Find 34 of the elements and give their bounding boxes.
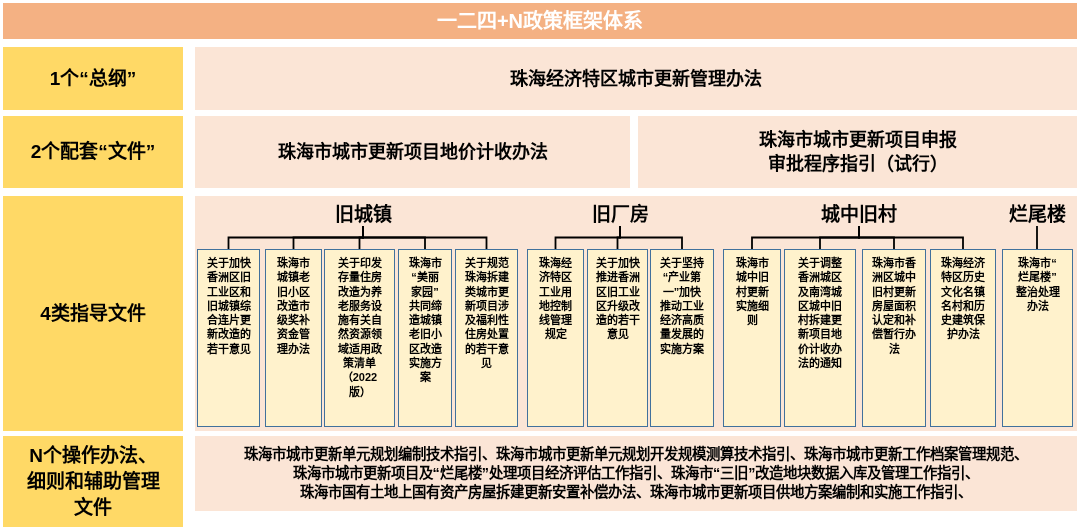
title-banner: 一二四+N政策框架体系 [3, 3, 1077, 39]
document-card: 珠海市城中旧村更新实施细则 [723, 249, 781, 427]
connector-line [619, 225, 683, 250]
category-panel [195, 196, 1077, 431]
document-card: 珠海经济特区工业用地控制线管理规定 [527, 249, 584, 427]
document-card: 珠海市城镇老旧小区改造市级奖补资金管理办法 [265, 249, 322, 427]
document-card: 关于加快香洲区旧工业区和旧城镇综合连片更新改造的若干意见 [197, 249, 260, 427]
document-card: 珠海市香洲区城中旧村更新房屋面积认定和补偿暂行办法 [862, 249, 926, 427]
document-card: 关于坚持“产业第一”加快推动工业经济高质量发展的实施方案 [650, 249, 714, 427]
category-heading: 旧厂房 [591, 204, 649, 226]
document-card: 关于印发存量住房改造为养老服务设施有关自然资源领域适用政策清单（2022版） [324, 249, 395, 427]
document-card: 关于加快推进香洲区旧工业区升级改造的若干意见 [587, 249, 648, 427]
connector-line [1036, 225, 1038, 250]
document-list-line: 珠海市国有土地上国有资产房屋拆建更新安置补偿办法、珠海市城市更新项目供地方案编制和实施工作指引、 [300, 483, 972, 502]
row-header: N个操作办法、细则和辅助管理文件 [3, 436, 183, 527]
document-title-box: 珠海市城市更新项目地价计收办法 [195, 116, 630, 188]
row-header: 4类指导文件 [3, 196, 183, 431]
category-heading: 烂尾楼 [1008, 204, 1066, 226]
document-list-line: 珠海市城市更新单元规划编制技术指引、珠海市城市更新单元规划开发规模测算技术指引、珠海市城市更新工作档案管理规范、 [244, 445, 1028, 464]
document-list-line: 珠海市城市更新项目及“烂尾楼”处理项目经济评估工作指引、珠海市“三旧”改造地块数据入库及管理工作指引、 [292, 464, 980, 483]
document-card: 珠海经济特区历史文化名镇名村和历史建筑保护办法 [930, 249, 996, 427]
document-list-box [195, 436, 1077, 511]
document-card: 珠海市“烂尾楼”整治处理办法 [1002, 249, 1073, 427]
document-title-box: 珠海市城市更新项目申报审批程序指引（试行） [638, 116, 1077, 188]
document-card: 关于调整香洲城区及南湾城区城中旧村拆建更新项目地价计收办法的通知 [784, 249, 856, 427]
category-heading: 旧城镇 [334, 204, 392, 226]
connector-line [858, 225, 964, 250]
category-heading: 城中旧村 [821, 204, 897, 226]
row-header: 1个“总纲” [3, 47, 183, 110]
connector-line [362, 225, 488, 250]
document-card: 珠海市“美丽家园”共同缔造城镇老旧小区改造实施方案 [398, 249, 452, 427]
document-title-box: 珠海经济特区城市更新管理办法 [195, 47, 1077, 110]
row-header: 2个配套“文件” [3, 116, 183, 188]
document-card: 关于规范珠海拆建类城市更新项目涉及福利性住房处置的若干意见 [455, 249, 518, 427]
